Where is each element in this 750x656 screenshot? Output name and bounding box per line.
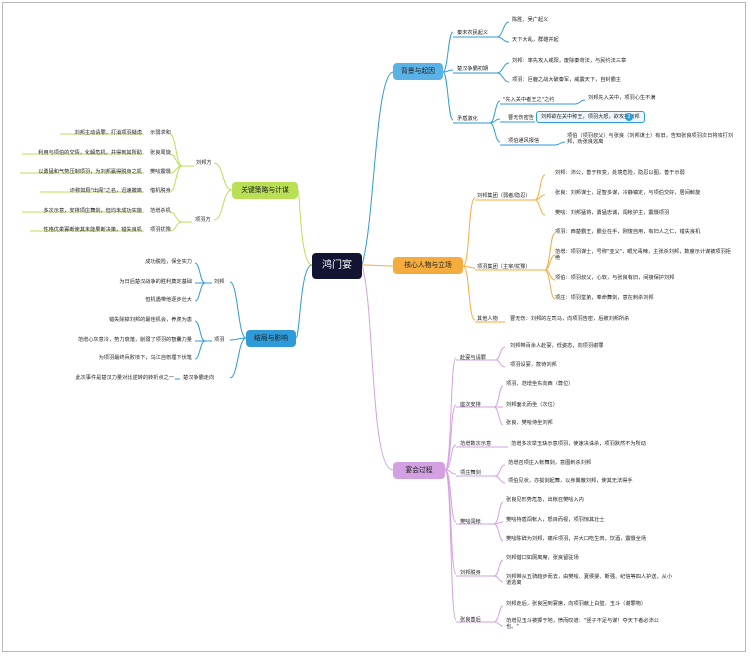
leaf: 以勇猛和气势压制项羽，为刘邦赢得脱身之机 — [38, 169, 142, 175]
node-maodun[interactable]: 矛盾激化 — [457, 116, 478, 122]
leaf: 诈称如厕"出阁"之名，迅速撤离 — [69, 188, 142, 194]
selected-node[interactable]: 刘邦欲在关中称王，项羽大怒，欲攻打刘邦 — [536, 111, 645, 124]
leaf: 项羽：西楚霸王，霸业在手，刚愎自用，有妇人之仁，错失良机 — [555, 229, 701, 235]
strategy-tag: 项羽犹豫 — [150, 227, 171, 233]
branch-process[interactable]: 宴会过程 — [393, 462, 445, 479]
leaf: 为日后楚汉战争的胜利奠定基础 — [119, 279, 192, 285]
leaf: 刘邦面北而坐（次位） — [506, 402, 558, 408]
branch-background[interactable]: 背景与起因 — [393, 63, 443, 80]
leaf: 利用与项伯的交情，化解危机，并得到其所助 — [38, 150, 142, 156]
leaf: 性格优柔寡断使其未能果断决策，错失良机 — [43, 227, 142, 233]
branch-characters[interactable]: 核心人物与立场 — [393, 257, 463, 274]
leaf: 范增召项庄入帐舞剑，意图刺杀刘邦 — [508, 460, 592, 466]
leaf: 范增心灰意冷，势力衰落，削弱了项羽的智囊力量 — [77, 337, 192, 343]
leaf: 此次事件是楚汉力量对比逆转的转折点之一 — [75, 375, 174, 381]
node-qinmo[interactable]: 秦末农民起义 — [457, 30, 489, 36]
leaf: 刘邦带百余人赴宴，低姿态，向项羽谢罪 — [510, 343, 604, 349]
leaf: 错失除掉刘邦的最佳机会，养虎为患 — [108, 317, 192, 323]
strategy-tag: 示弱求和 — [150, 130, 171, 136]
leaf: 项羽、范增坐东向西（尊位） — [506, 381, 574, 387]
node-chuhan[interactable]: 楚汉争霸初期 — [457, 66, 489, 72]
leaf: 项伯见状，亦拔剑起舞，以身翼蔽刘邦，使其无法得手 — [508, 478, 633, 484]
leaf: 张良：刘邦谋士，足智多谋，冷静镇定，与项伯交好，居间斡旋 — [555, 190, 701, 196]
leaf: 但机遇带他逐步壮大 — [145, 297, 192, 303]
node-result-chuhan[interactable]: 楚汉争霸走向 — [183, 375, 215, 381]
leaf: 刘邦借口如厕离席，张良留驻场 — [506, 555, 579, 561]
leaf: 多次示意，安排项庄舞剑，但均未成功实施 — [43, 208, 142, 214]
leaf: 樊哙陈辞为刘邦，痛斥项羽，并大口吃生肉，饮酒，震慑全场 — [506, 536, 647, 542]
leaf: 范增见玉斗被掷于地，愤而叹道："竖子不足与谋！夺天下者必沛公也。" — [506, 618, 659, 631]
node-fuyan[interactable]: 赴宴与请罪 — [460, 355, 486, 361]
node-others[interactable]: 其他人物 — [477, 316, 498, 322]
node-result-xiangyu[interactable]: 项羽 — [214, 337, 225, 343]
leaf: 项庄：项羽堂弟，奉命舞剑，意在刺杀刘邦 — [555, 295, 654, 301]
strategy-tag: 借机脱身 — [150, 188, 171, 194]
leaf: 张良见形势危急，出帐召樊哙入内 — [506, 497, 584, 503]
node-xiangyu-group[interactable]: 项羽集团（主宰/犹豫） — [477, 264, 531, 270]
root-node[interactable]: 鸿门宴 — [312, 253, 362, 279]
node-shanhou[interactable]: 张良善后 — [460, 617, 481, 623]
leaf: 陈胜、吴广起义 — [512, 17, 549, 23]
node-result-liubang[interactable]: 刘邦 — [214, 279, 225, 285]
leaf: 樊哙持盾闯帐入，怒目而视，项羽惊其壮士 — [506, 517, 605, 523]
node-liubang-group[interactable]: 刘邦集团（弱者/隐忍） — [477, 193, 531, 199]
node-xiangyu-side[interactable]: 项羽方 — [195, 217, 211, 223]
leaf: 天下大乱，群雄并起 — [512, 37, 559, 43]
node-liubang-side[interactable]: 刘邦方 — [196, 160, 212, 166]
leaf: 曹无伤：刘邦的左司马，向项羽告密，后被刘邦所杀 — [510, 316, 630, 322]
node-fanzeng[interactable]: 范增数次示意 — [460, 441, 492, 447]
node-xiangzhuang[interactable]: 项庄舞剑 — [460, 470, 481, 476]
leaf: 项伯通风报信 — [508, 138, 540, 144]
leaf: 刘邦：率先攻入咸阳，废除秦苛法，与民约法三章 — [512, 58, 627, 64]
leaf: 范增：项羽谋士，号称"亚父"，眼光毒辣，主张杀刘邦，数度示计谋被项羽拒绝 — [555, 249, 731, 262]
node-tuoshen[interactable]: 刘邦脱身 — [460, 570, 481, 576]
strategy-tag: 张良周旋 — [150, 150, 171, 156]
leaf: 曹无伤密告 — [508, 115, 534, 121]
leaf: 项羽：巨鹿之战大破秦军，威震天下，自封霸主 — [512, 77, 621, 83]
leaf: 项伯（项羽叔父）与张良（刘邦谋士）有旧，告知张良项羽次日将攻打刘邦，劝张良逃离 — [567, 133, 734, 146]
leaf: 张良、樊哙侍坐刘邦 — [506, 420, 553, 426]
leaf: 刘邦主动请罪，打消项羽疑虑 — [74, 130, 142, 136]
branch-results[interactable]: 结局与影响 — [246, 330, 296, 347]
badge-icon[interactable]: 2 — [625, 113, 633, 121]
leaf: 刘邦：沛公，善于权变，处境危险，隐忍以图，善于示弱 — [555, 170, 685, 176]
leaf: 项羽设宴，款待刘邦 — [510, 362, 557, 368]
leaf: 刘邦带从五骑趋步而去，由樊哙、夏侯婴、靳强、纪信等四人护送，从小道逃离 — [506, 574, 673, 587]
strategy-tag: 范增杀机 — [150, 208, 171, 214]
branch-strategy[interactable]: 关键策略与计谋 — [232, 182, 298, 199]
leaf: 为项羽最终兵败垓下，乌江自刎埋下伏笔 — [98, 355, 192, 361]
leaf: "先入关中者王之"之约 — [503, 97, 555, 103]
leaf: 范增多次举玉玦示意项羽，使速决诛杀，项羽默然不为所动 — [511, 441, 646, 447]
leaf: 刘邦走后，张良回到宴席，向项羽献上白璧、玉斗（谢罪物） — [506, 601, 647, 607]
leaf: 成功脱险，保全实力 — [145, 259, 192, 265]
leaf: 刘邦先入关中，项羽心生不满 — [588, 95, 656, 101]
node-zuoci[interactable]: 座次安排 — [460, 402, 481, 408]
strategy-tag: 樊哙震慑 — [150, 169, 171, 175]
node-fankuai[interactable]: 樊哙闯帐 — [460, 519, 481, 525]
leaf: 项伯：项羽叔父，心软，与张良有旧，间接保护刘邦 — [555, 275, 675, 281]
leaf: 樊哙：刘邦猛将，勇猛忠诚，闯帐护主，震慑项羽 — [555, 210, 670, 216]
